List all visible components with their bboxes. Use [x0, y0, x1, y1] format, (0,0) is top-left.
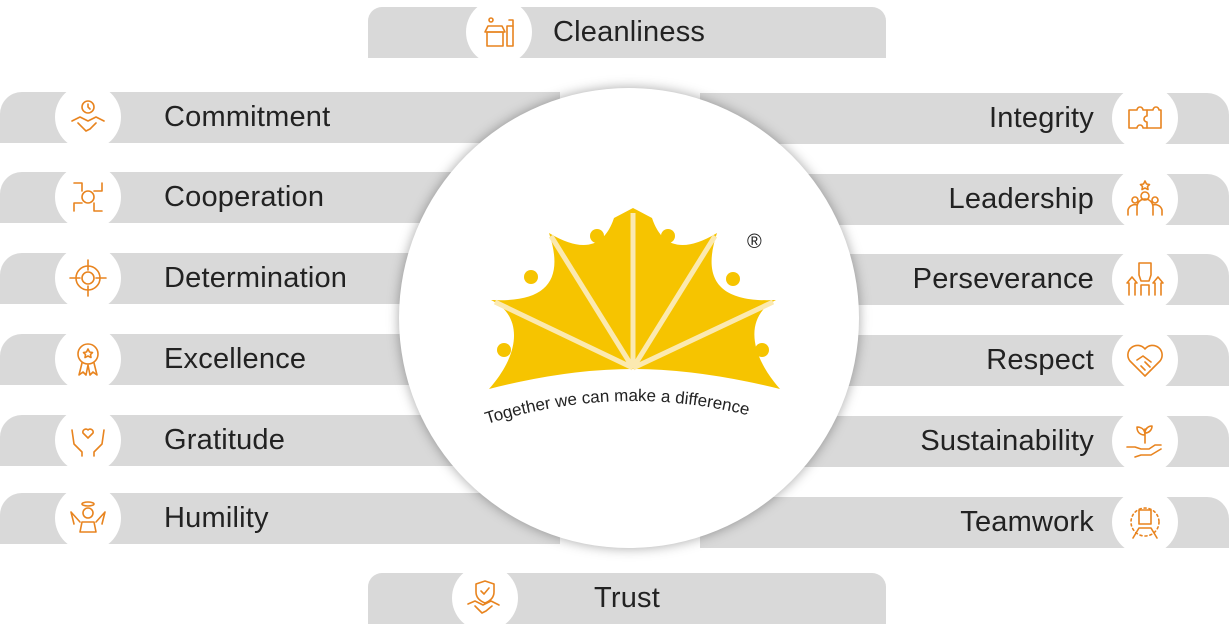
value-label: Sustainability	[920, 425, 1094, 457]
fist-arrows-icon	[1112, 246, 1178, 312]
registered-mark: ®	[747, 231, 762, 253]
handshake-shield-icon	[452, 565, 518, 631]
target-icon	[55, 245, 121, 311]
handshake-clock-icon	[55, 84, 121, 150]
logo-emblem: ® Together we can make a difference	[483, 208, 780, 428]
value-label: Determination	[164, 262, 348, 294]
value-label: Gratitude	[164, 424, 286, 456]
value-label: Leadership	[948, 183, 1094, 215]
value-label: Cooperation	[164, 181, 325, 213]
value-bar-trust: Trust	[368, 565, 886, 631]
heart-handshake-icon	[1112, 327, 1178, 393]
value-label: Humility	[164, 502, 269, 534]
logo-tagline: Together we can make a difference	[483, 386, 752, 428]
award-ribbon-icon	[55, 326, 121, 392]
leader-group-icon	[1112, 166, 1178, 232]
value-bar-humility: Humility	[0, 485, 560, 551]
value-bar-integrity: Integrity	[700, 85, 1229, 151]
puzzle-icon	[1112, 85, 1178, 151]
value-label: Teamwork	[960, 506, 1094, 538]
logo-circle: ® Together we can make a difference	[399, 88, 859, 548]
value-label: Cleanliness	[553, 16, 706, 48]
hands-circle-icon	[55, 164, 121, 230]
value-bar-cleanliness: Cleanliness	[368, 0, 886, 65]
hands-heart-icon	[55, 407, 121, 473]
value-label: Respect	[986, 344, 1094, 376]
cleaning-icon	[466, 0, 532, 65]
plant-hand-icon	[1112, 408, 1178, 474]
value-label: Excellence	[164, 343, 307, 375]
team-hands-icon	[1112, 489, 1178, 555]
value-label: Integrity	[989, 102, 1094, 134]
angel-icon	[55, 485, 121, 551]
value-label: Trust	[594, 582, 660, 614]
value-label: Commitment	[164, 101, 331, 133]
value-label: Perseverance	[912, 263, 1094, 295]
value-bar-commitment: Commitment	[0, 84, 560, 150]
value-bar-teamwork: Teamwork	[700, 489, 1229, 555]
